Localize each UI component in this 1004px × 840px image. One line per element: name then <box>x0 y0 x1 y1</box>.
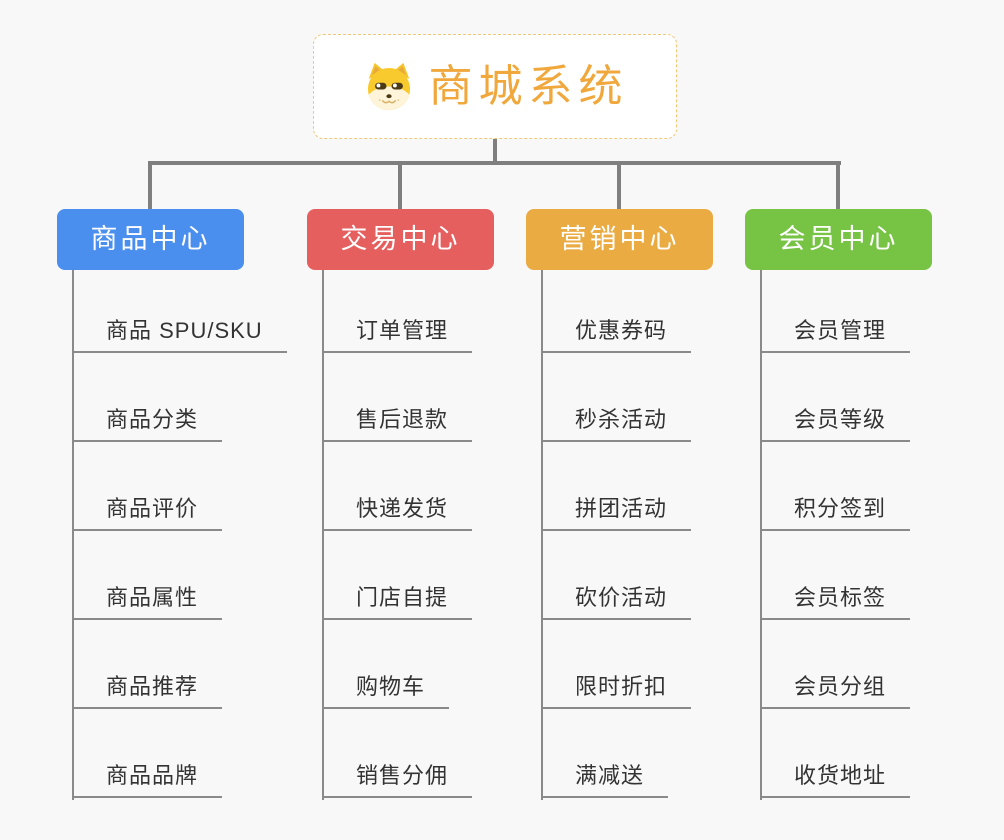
connector-branch-drop <box>148 161 152 209</box>
topic-item-member-center-2[interactable]: 积分签到 <box>760 487 911 531</box>
topic-item-label: 商品评价 <box>106 496 199 521</box>
topic-item-label: 拼团活动 <box>575 496 668 521</box>
topic-item-marketing-center-5[interactable]: 满减送 <box>541 754 669 798</box>
branch-trunk-line <box>72 270 74 800</box>
branch-node-label: 商品中心 <box>90 224 211 254</box>
topic-item-member-center-0[interactable]: 会员管理 <box>760 309 911 353</box>
branch-group-member-center: 会员中心 会员管理 会员等级 积分签到 会员标签 会员分组 收货地址 <box>745 0 995 840</box>
topic-item-label: 积分签到 <box>794 496 887 521</box>
topic-item-product-center-0[interactable]: 商品 SPU/SKU <box>72 309 287 353</box>
topic-item-trade-center-5[interactable]: 销售分佣 <box>322 754 473 798</box>
branch-node-product-center[interactable]: 商品中心 <box>57 209 244 270</box>
branch-trunk-line <box>541 270 543 800</box>
topic-item-trade-center-4[interactable]: 购物车 <box>322 665 450 709</box>
connector-branch-drop <box>617 161 621 209</box>
root-node[interactable]: 商城系统 <box>313 34 677 139</box>
topic-item-label: 会员管理 <box>794 318 887 343</box>
connector-branch-drop <box>398 161 402 209</box>
topic-item-label: 满减送 <box>575 763 645 788</box>
branch-trunk-line <box>322 270 324 800</box>
topic-item-label: 商品推荐 <box>106 674 199 699</box>
topic-item-label: 会员标签 <box>794 585 887 610</box>
topic-item-label: 销售分佣 <box>356 763 449 788</box>
topic-item-marketing-center-1[interactable]: 秒杀活动 <box>541 398 692 442</box>
topic-item-product-center-2[interactable]: 商品评价 <box>72 487 223 531</box>
branch-trunk-line <box>760 270 762 800</box>
topic-item-label: 订单管理 <box>356 318 449 343</box>
connector-root-stub <box>493 138 497 165</box>
topic-item-label: 优惠券码 <box>575 318 668 343</box>
connector-branch-drop <box>836 161 840 209</box>
topic-item-trade-center-1[interactable]: 售后退款 <box>322 398 473 442</box>
topic-item-label: 商品 SPU/SKU <box>106 318 263 343</box>
topic-item-label: 商品属性 <box>106 585 199 610</box>
topic-item-label: 售后退款 <box>356 407 449 432</box>
topic-item-product-center-5[interactable]: 商品品牌 <box>72 754 223 798</box>
branch-node-label: 会员中心 <box>778 224 899 254</box>
topic-item-label: 快递发货 <box>356 496 449 521</box>
topic-item-trade-center-2[interactable]: 快递发货 <box>322 487 473 531</box>
topic-item-member-center-5[interactable]: 收货地址 <box>760 754 911 798</box>
topic-item-label: 商品分类 <box>106 407 199 432</box>
branch-node-trade-center[interactable]: 交易中心 <box>307 209 494 270</box>
topic-item-trade-center-0[interactable]: 订单管理 <box>322 309 473 353</box>
topic-item-member-center-4[interactable]: 会员分组 <box>760 665 911 709</box>
doge-icon <box>367 62 410 111</box>
branch-node-marketing-center[interactable]: 营销中心 <box>526 209 713 270</box>
topic-item-product-center-4[interactable]: 商品推荐 <box>72 665 223 709</box>
connector-bus <box>148 161 841 165</box>
topic-item-member-center-1[interactable]: 会员等级 <box>760 398 911 442</box>
branch-node-member-center[interactable]: 会员中心 <box>745 209 932 270</box>
topic-item-label: 限时折扣 <box>575 674 668 699</box>
root-node-label: 商城系统 <box>428 61 629 111</box>
topic-item-product-center-3[interactable]: 商品属性 <box>72 576 223 620</box>
topic-item-trade-center-3[interactable]: 门店自提 <box>322 576 473 620</box>
topic-item-product-center-1[interactable]: 商品分类 <box>72 398 223 442</box>
topic-item-label: 会员等级 <box>794 407 887 432</box>
topic-item-label: 会员分组 <box>794 674 887 699</box>
topic-item-label: 商品品牌 <box>106 763 199 788</box>
topic-item-label: 门店自提 <box>356 585 449 610</box>
branch-group-product-center: 商品中心 商品 SPU/SKU 商品分类 商品评价 商品属性 商品推荐 商品品牌 <box>57 0 307 840</box>
branch-node-label: 交易中心 <box>340 224 461 254</box>
topic-item-marketing-center-2[interactable]: 拼团活动 <box>541 487 692 531</box>
topic-item-label: 砍价活动 <box>575 585 668 610</box>
topic-item-label: 收货地址 <box>794 763 887 788</box>
topic-item-marketing-center-4[interactable]: 限时折扣 <box>541 665 692 709</box>
branch-node-label: 营销中心 <box>559 224 680 254</box>
branch-group-trade-center: 交易中心 订单管理 售后退款 快递发货 门店自提 购物车 销售分佣 <box>307 0 557 840</box>
topic-item-label: 购物车 <box>356 674 426 699</box>
topic-item-member-center-3[interactable]: 会员标签 <box>760 576 911 620</box>
topic-item-label: 秒杀活动 <box>575 407 668 432</box>
topic-item-marketing-center-3[interactable]: 砍价活动 <box>541 576 692 620</box>
branch-group-marketing-center: 营销中心 优惠券码 秒杀活动 拼团活动 砍价活动 限时折扣 满减送 <box>526 0 776 840</box>
topic-item-marketing-center-0[interactable]: 优惠券码 <box>541 309 692 353</box>
